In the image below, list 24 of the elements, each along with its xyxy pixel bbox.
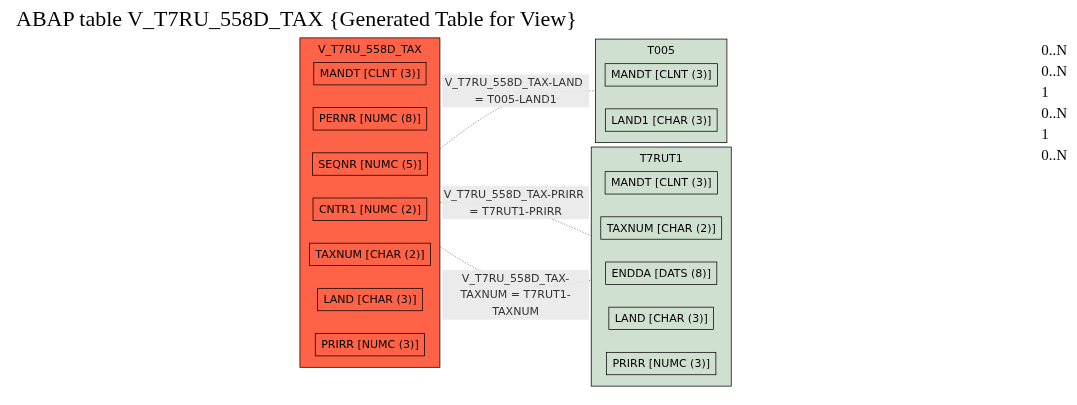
- node-box: LAND [CHAR (3)]: [608, 306, 714, 330]
- node-box: MANDT [CLNT (3)]: [604, 171, 718, 195]
- node-box: MANDT [CLNT (3)]: [604, 63, 718, 87]
- cardinality-label: 0..N: [1041, 147, 1067, 164]
- node-box: PERNR [NUMC (8)]: [312, 107, 428, 131]
- node-box: LAND1 [CHAR (3)]: [604, 108, 718, 132]
- cardinality-label: 0..N: [1041, 63, 1067, 80]
- node-box: ENDDA [DATS (8)]: [605, 261, 718, 285]
- edge-label: V_T7RU_558D_TAX-TAXNUM = T7RUT1-TAXNUM: [460, 271, 571, 318]
- node-box: PRIRR [NUMC (3)]: [314, 333, 425, 357]
- cardinality-label: 1: [1041, 84, 1050, 101]
- node-box: TAXNUM [CHAR (2)]: [600, 216, 723, 240]
- node-box: CNTR1 [NUMC (2)]: [312, 197, 428, 221]
- node-box: SEQNR [NUMC (5)]: [312, 152, 428, 176]
- node-box: PRIRR [NUMC (3)]: [606, 351, 717, 376]
- node-box: TAXNUM [CHAR (2)]: [309, 242, 431, 266]
- diagram-title: ABAP table V_T7RU_558D_TAX {Generated Table for View}: [16, 6, 578, 32]
- node-box: MANDT [CLNT (3)]: [313, 62, 427, 86]
- cardinality-label: 0..N: [1041, 105, 1067, 122]
- node-box: LAND [CHAR (3)]: [317, 287, 423, 312]
- cardinality-label: 1: [1041, 126, 1050, 143]
- edge-label: V_T7RU_558D_TAX-PRIRR = T7RUT1-PRIRR: [443, 187, 584, 218]
- cardinality-label: 0..N: [1041, 42, 1067, 59]
- edge-label: V_T7RU_558D_TAX-LAND = T005-LAND1: [444, 75, 583, 106]
